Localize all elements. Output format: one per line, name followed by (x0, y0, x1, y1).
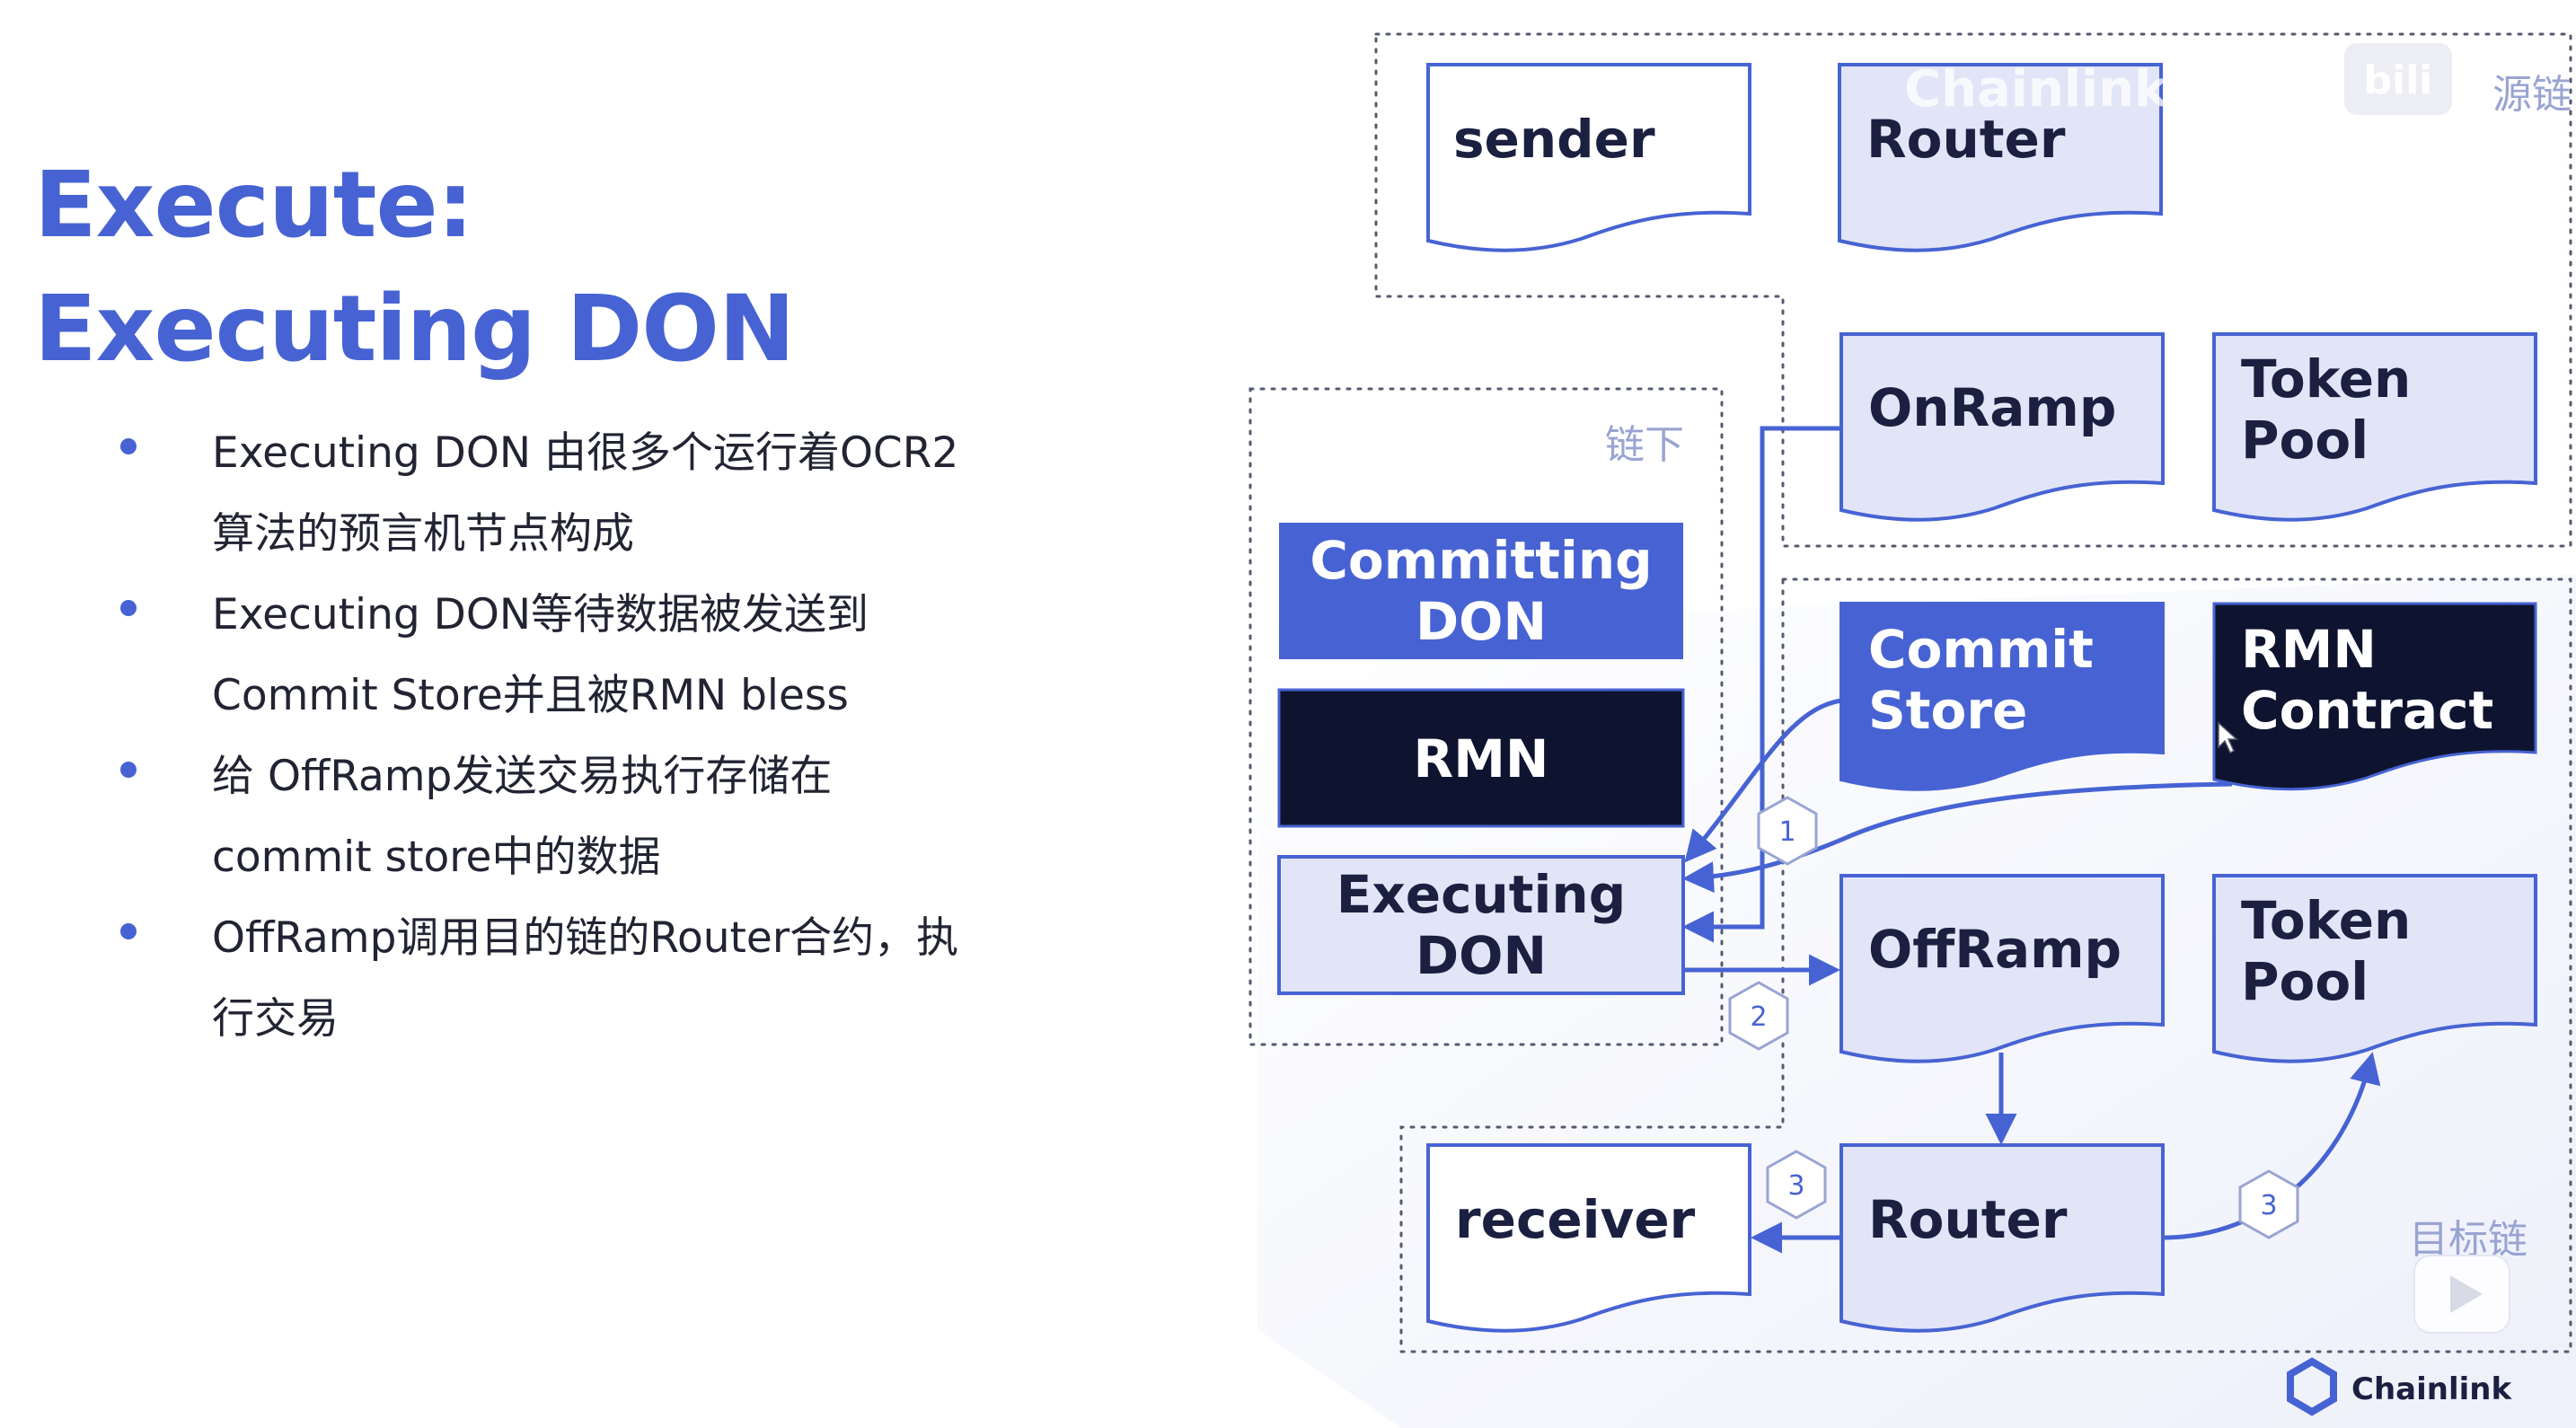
offramp-label: OffRamp (1868, 919, 2122, 980)
committing-don-label-1: Committing (1310, 530, 1652, 591)
token-pool-source-label-2: Pool (2241, 410, 2369, 471)
chainlink-hex-icon (2287, 1357, 2337, 1416)
target-chain-region (1399, 577, 2572, 1353)
bullet-item: OffRamp调用目的链的Router合约，执 行交易 (117, 898, 1069, 1060)
router-target-label: Router (1868, 1189, 2068, 1250)
bilibili-logo-icon: bili (2344, 43, 2452, 115)
router-source-node: Router (1838, 63, 2163, 252)
offchain-label: 链下 (1605, 422, 1684, 468)
bullet-list: Executing DON 由很多个运行着OCR2 算法的预言机节点构成 Exe… (117, 413, 1069, 1060)
source-chain-label: 源链 (2492, 72, 2572, 118)
rmn-contract-label-2: Contract (2241, 680, 2493, 741)
step-badge-3-receiver: 3 (1766, 1150, 1827, 1220)
committing-don-label-2: DON (1416, 591, 1547, 652)
commit-store-label-1: Commit (1868, 619, 2094, 680)
executing-don-label-1: Executing (1337, 864, 1626, 925)
svg-text:bili: bili (2364, 57, 2433, 103)
bullet-item: Executing DON 由很多个运行着OCR2 算法的预言机节点构成 (117, 413, 1069, 575)
executing-don-node: Executing DON (1277, 855, 1685, 995)
bullet-text: OffRamp调用目的链的Router合约，执 行交易 (212, 913, 959, 1044)
arrow-rmn-contract-to-executing-don (1682, 781, 2233, 894)
offramp-node: OffRamp (1839, 874, 2165, 1063)
receiver-label: receiver (1455, 1189, 1696, 1250)
token-pool-target-label-1: Token (2241, 890, 2411, 951)
bullet-item: Executing DON等待数据被发送到 Commit Store并且被RMN… (117, 575, 1069, 736)
arrow-onramp-to-executing-don (1682, 426, 1841, 943)
executing-don-label-2: DON (1416, 925, 1547, 986)
committing-don-node: Committing DON (1279, 523, 1683, 659)
token-pool-source-label-1: Token (2241, 348, 2411, 410)
bullet-text: 给 OffRamp发送交易执行存储在 commit store中的数据 (212, 752, 833, 882)
step-badge-3-token-pool-text: 3 (2260, 1190, 2277, 1221)
play-button[interactable] (2413, 1255, 2510, 1334)
bullet-dot (120, 762, 137, 778)
sender-node: sender (1426, 63, 1751, 252)
step-badge-1-text: 1 (1778, 816, 1795, 848)
bullet-item: 给 OffRamp发送交易执行存储在 commit store中的数据 (117, 736, 1069, 898)
slide-title: Execute: Executing DON (34, 144, 795, 392)
onramp-label: OnRamp (1868, 377, 2116, 438)
chainlink-brand-text: Chainlink (2351, 1371, 2512, 1407)
step-badge-2-text: 2 (1750, 1001, 1767, 1033)
bullet-dot (120, 923, 137, 939)
onramp-node: OnRamp (1839, 332, 2165, 522)
step-badge-3-token-pool: 3 (2238, 1169, 2299, 1239)
step-badge-2: 2 (1728, 981, 1789, 1051)
chainlink-logo: Chainlink (2287, 1357, 2512, 1416)
token-pool-source-node: Token Pool (2212, 332, 2537, 522)
commit-store-label-2: Store (1868, 680, 2027, 741)
bullet-dot (120, 600, 137, 616)
title-line-1: Execute: (34, 152, 473, 259)
rmn-node: RMN (1277, 688, 1685, 828)
mouse-cursor-icon (2218, 721, 2238, 754)
play-icon (2450, 1275, 2483, 1313)
step-badge-1: 1 (1757, 796, 1818, 866)
sender-label: sender (1453, 109, 1655, 170)
bullet-text: Executing DON 由很多个运行着OCR2 算法的预言机节点构成 (212, 428, 959, 559)
offchain-region (1248, 387, 1724, 1046)
rmn-contract-node: RMN Contract (2212, 602, 2537, 791)
router-source-label: Router (1866, 109, 2066, 170)
title-line-2: Executing DON (34, 276, 795, 383)
commit-store-node: Commit Store (1839, 602, 2165, 791)
bullet-dot (120, 438, 137, 454)
arrow-commit-store-to-executing-don (1684, 698, 1842, 863)
source-chain-region (1374, 32, 2572, 548)
rmn-contract-label-1: RMN (2241, 619, 2377, 680)
watermark-text: Chainlink预言机 (1904, 60, 2318, 119)
token-pool-target-label-2: Pool (2241, 951, 2369, 1012)
router-target-node: Router (1839, 1143, 2165, 1333)
rmn-label: RMN (1414, 728, 1549, 789)
bullet-text: Executing DON等待数据被发送到 Commit Store并且被RMN… (212, 590, 869, 720)
step-badge-3-receiver-text: 3 (1787, 1170, 1804, 1202)
token-pool-target-node: Token Pool (2212, 874, 2537, 1063)
receiver-node: receiver (1426, 1143, 1751, 1333)
